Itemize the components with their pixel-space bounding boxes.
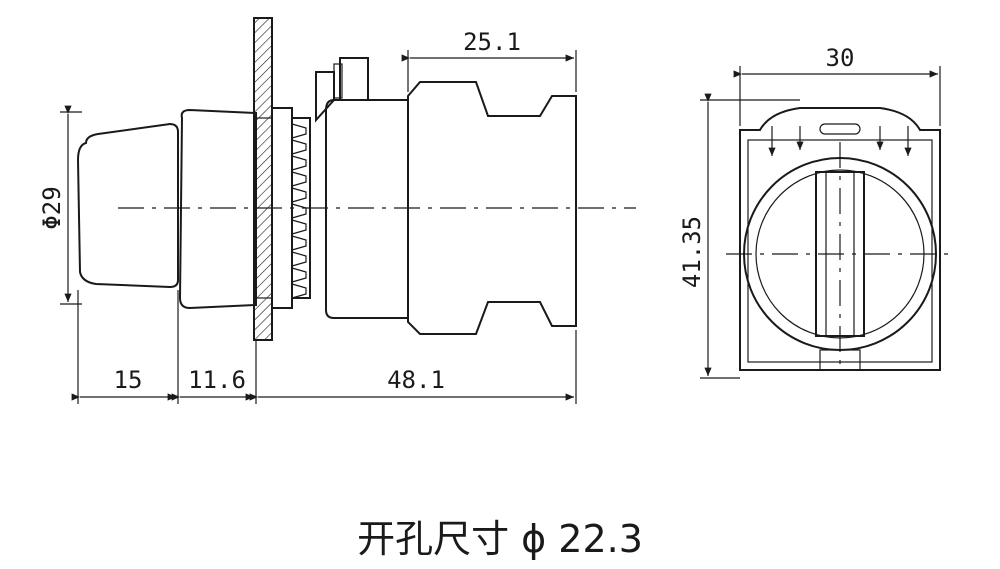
front-housing [739, 107, 941, 371]
contact-block [407, 81, 577, 335]
side-dimensions: Φ29 15 11.6 48.1 25.1 [38, 28, 577, 404]
knob-outline [76, 122, 179, 289]
nut-tooth [291, 251, 307, 267]
front-view [726, 107, 954, 371]
nut-tooth [291, 187, 307, 203]
latch-top [339, 57, 369, 101]
dim-height-41-35: 41.35 [678, 216, 706, 288]
dim-length-11-6: 11.6 [188, 366, 246, 394]
nut-tooth [291, 283, 307, 299]
dim-diameter: Φ29 [38, 186, 66, 229]
panel-plate [253, 17, 273, 341]
nut-tooth [291, 123, 307, 139]
nut-tooth [291, 171, 307, 187]
nut-tooth [291, 139, 307, 155]
nut-tooth [291, 155, 307, 171]
arrow-marks [768, 123, 912, 156]
nut-tooth [291, 203, 307, 219]
dim-width-30: 30 [826, 44, 855, 72]
switch-body [325, 99, 409, 319]
nut-tooth [291, 267, 307, 283]
hole-size-caption: 开孔尺寸 ϕ 22.3 [357, 517, 643, 561]
side-view [76, 17, 636, 341]
nut-tooth [291, 219, 307, 235]
dim-length-15: 15 [114, 366, 143, 394]
nut-tooth [291, 235, 307, 251]
front-dimensions: 30 41.35 [678, 44, 941, 379]
bezel [178, 108, 257, 310]
dim-length-48-1: 48.1 [387, 366, 445, 394]
dim-body-25-1: 25.1 [463, 28, 521, 56]
